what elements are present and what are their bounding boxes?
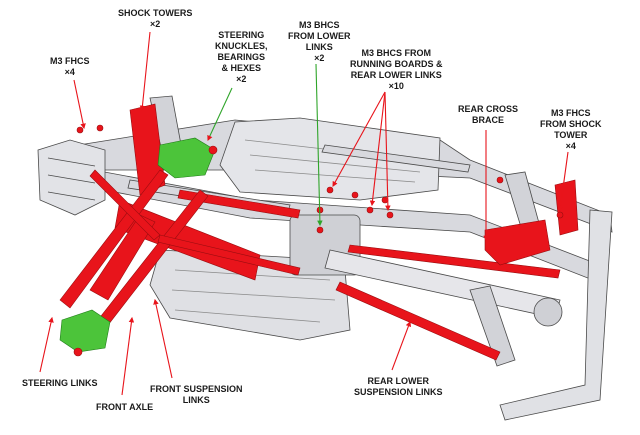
steering-link (89, 169, 161, 241)
label-rear-cross-brace: REAR CROSS BRACE (458, 104, 519, 125)
label-m3-fhcs-rear: M3 FHCS FROM SHOCK TOWER ×4 (540, 108, 602, 151)
leader-lines (39, 31, 569, 396)
highlighted-parts (59, 103, 579, 361)
steering-knuckles (59, 137, 218, 357)
rear-cross-brace (484, 219, 551, 266)
screw-9 (316, 226, 324, 234)
label-front-suspension-links: FRONT SUSPENSION LINKS (150, 384, 243, 405)
screw-10 (496, 176, 504, 184)
front-shock-tower (129, 103, 166, 196)
leader-front-suspension (153, 298, 173, 379)
leader-rear-lower (391, 320, 412, 371)
leader-m3-fhcs-front (73, 79, 86, 130)
label-steering-knuckles: STEERING KNUCKLES, BEARINGS & HEXES ×2 (215, 30, 268, 84)
rear-lower-link-2 (335, 281, 501, 361)
rear-bumper (499, 209, 613, 421)
label-steering-links: STEERING LINKS (22, 378, 98, 388)
front-lower-link-1 (59, 169, 169, 309)
screw-5 (381, 196, 389, 204)
label-m3-bhcs-running: M3 BHCS FROM RUNNING BOARDS & REAR LOWER… (350, 48, 443, 91)
screw-11 (556, 211, 564, 219)
label-front-axle: FRONT AXLE (96, 402, 154, 412)
screw-2 (96, 124, 104, 132)
label-m3-bhcs-lower: M3 BHCS FROM LOWER LINKS ×2 (288, 20, 351, 63)
label-shock-towers: SHOCK TOWERS ×2 (118, 8, 193, 29)
rear-shock-tower (554, 179, 579, 236)
front-upper-link (177, 189, 301, 219)
leader-running-2 (369, 91, 386, 207)
label-m3-fhcs-front: M3 FHCS ×4 (50, 56, 90, 77)
rear-shock-right (469, 285, 516, 367)
leader-running-1 (332, 91, 386, 187)
leader-steering-links (39, 316, 54, 373)
rear-lower-link-1 (347, 244, 561, 279)
front-axle-tube (89, 214, 156, 301)
label-rear-lower-suspension-links: REAR LOWER SUSPENSION LINKS (354, 376, 443, 397)
knuckle-lower (59, 309, 111, 353)
knuckle-upper (157, 137, 216, 179)
leader-shock-towers (139, 31, 151, 112)
leader-m3-bhcs-lower (315, 63, 323, 227)
screw-6 (366, 206, 374, 214)
leader-running-3 (384, 91, 391, 212)
rear-hub (533, 297, 563, 327)
screw-1 (76, 126, 84, 134)
front-suspension-link-long (157, 234, 301, 276)
hex-upper (208, 145, 218, 155)
screw-3 (326, 186, 334, 194)
leader-knuckles (207, 87, 233, 141)
screw-7 (386, 211, 394, 219)
leader-front-axle (121, 316, 135, 396)
leader-m3-fhcs-rear (557, 151, 569, 212)
screw-4 (351, 191, 359, 199)
hex-lower (73, 347, 83, 357)
